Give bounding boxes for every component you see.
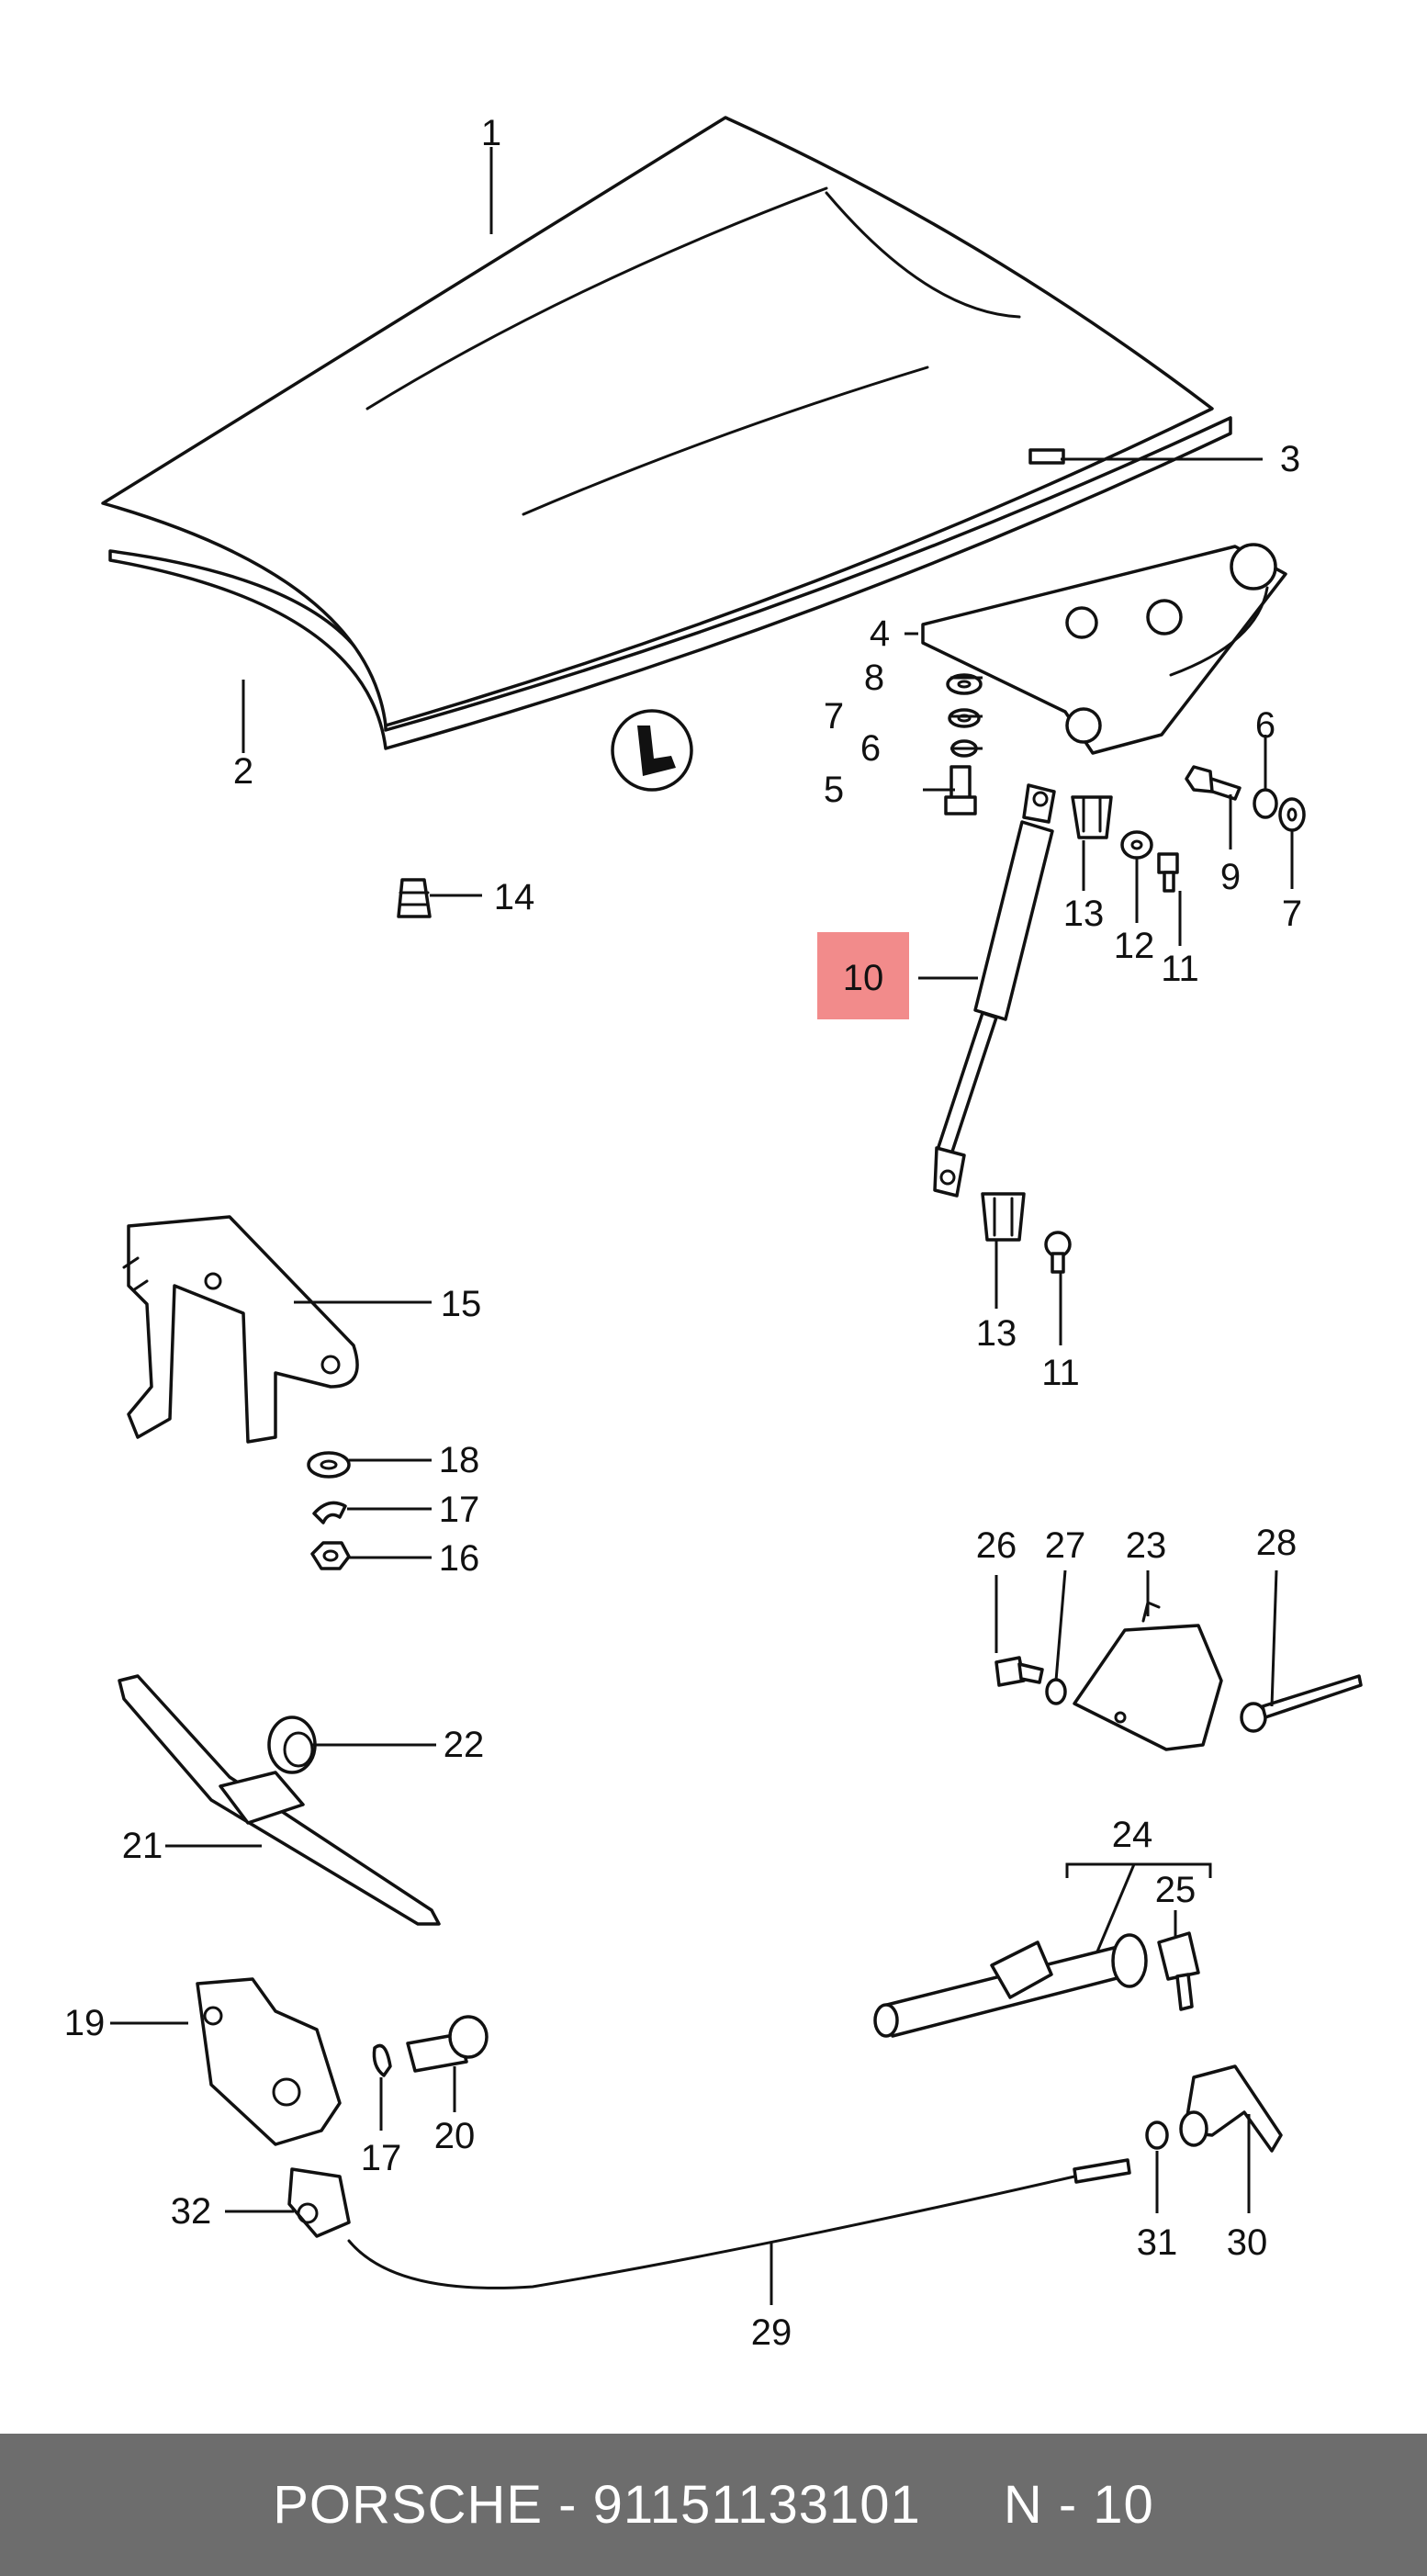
clip-13-lower bbox=[981, 1192, 1026, 1242]
callout-7a: 7 bbox=[824, 696, 844, 737]
lock-support-21 bbox=[118, 1674, 441, 1926]
clip-17b bbox=[372, 2043, 392, 2077]
screw-11-upper bbox=[1157, 852, 1179, 893]
callout-3: 3 bbox=[1280, 439, 1300, 479]
callout-22: 22 bbox=[444, 1725, 485, 1765]
callout-9: 9 bbox=[1220, 857, 1241, 897]
screw-9 bbox=[1185, 765, 1242, 801]
callout-32: 32 bbox=[171, 2191, 212, 2232]
washer-31 bbox=[1145, 2120, 1169, 2150]
screw-11-lower bbox=[1044, 1231, 1072, 1274]
cable-end bbox=[1073, 2158, 1131, 2184]
callout-12: 12 bbox=[1114, 926, 1155, 966]
callout-17a: 17 bbox=[439, 1490, 480, 1530]
washer-12 bbox=[1120, 830, 1153, 860]
callout-20: 20 bbox=[434, 2116, 476, 2156]
callout-10: 10 bbox=[843, 958, 884, 998]
exploded-view-drawing: 1 2 3 4 5 6 6 7 7 8 9 10 11 11 12 13 13 … bbox=[64, 113, 1363, 2353]
callout-29: 29 bbox=[751, 2312, 792, 2353]
spring-washer-17 bbox=[312, 1501, 347, 1524]
lock-rod-24 bbox=[873, 1933, 1148, 2038]
catch-32 bbox=[287, 2167, 351, 2238]
callout-5: 5 bbox=[824, 770, 844, 810]
callout-30: 30 bbox=[1227, 2222, 1268, 2263]
gas-strut bbox=[933, 783, 1056, 1198]
footer-page-ref: N - 10 bbox=[1003, 2475, 1154, 2535]
clip-13-upper bbox=[1071, 795, 1113, 839]
callout-7b: 7 bbox=[1282, 894, 1302, 934]
callout-21: 21 bbox=[122, 1826, 163, 1866]
screw-26 bbox=[994, 1656, 1044, 1687]
callout-13b: 13 bbox=[976, 1313, 1017, 1354]
callout-6a: 6 bbox=[860, 728, 881, 769]
callout-1: 1 bbox=[481, 113, 501, 153]
release-cable bbox=[347, 2175, 1076, 2289]
callout-23: 23 bbox=[1126, 1525, 1167, 1566]
leader-lines bbox=[110, 147, 1294, 2305]
washer-7 bbox=[948, 708, 981, 728]
callout-labels: 1 2 3 4 5 6 6 7 7 8 9 10 11 11 12 13 13 … bbox=[64, 113, 1302, 2353]
hinge-15 bbox=[122, 1215, 359, 1444]
nut-16 bbox=[310, 1541, 351, 1570]
callout-28: 28 bbox=[1256, 1523, 1298, 1563]
washer-18 bbox=[307, 1451, 351, 1479]
callout-17b: 17 bbox=[361, 2138, 402, 2178]
pull-handle-30 bbox=[1179, 2064, 1283, 2153]
hinge-bracket bbox=[921, 543, 1287, 755]
rivet-28 bbox=[1240, 1674, 1363, 1733]
callout-19: 19 bbox=[64, 2003, 106, 2043]
washer-8 bbox=[946, 673, 983, 695]
hood-panel bbox=[101, 116, 1232, 750]
grommet-22 bbox=[267, 1715, 317, 1774]
callout-26: 26 bbox=[976, 1525, 1017, 1566]
footer-bar: PORSCHE - 91151133101 N - 10 bbox=[0, 2434, 1427, 2576]
callout-14: 14 bbox=[494, 877, 535, 917]
washer-27 bbox=[1045, 1678, 1067, 1705]
callout-2: 2 bbox=[233, 751, 253, 792]
callout-11b: 11 bbox=[1041, 1353, 1080, 1393]
spring-washer-6b bbox=[1253, 788, 1278, 819]
callout-25: 25 bbox=[1155, 1870, 1197, 1910]
callout-15: 15 bbox=[441, 1284, 482, 1324]
callout-13a: 13 bbox=[1063, 894, 1105, 934]
callout-6b: 6 bbox=[1255, 705, 1275, 746]
hood-lock-19 bbox=[196, 1977, 342, 2146]
parts-diagram: 1 2 3 4 5 6 6 7 7 8 9 10 11 11 12 13 13 … bbox=[64, 113, 1363, 2353]
callout-4: 4 bbox=[870, 613, 890, 654]
callout-11a: 11 bbox=[1161, 949, 1199, 989]
lubrication-symbol-icon bbox=[611, 709, 693, 792]
screw-5 bbox=[944, 765, 977, 816]
callout-24: 24 bbox=[1112, 1815, 1153, 1855]
callout-31: 31 bbox=[1137, 2222, 1178, 2263]
bolt-20 bbox=[406, 2015, 489, 2073]
footer-part-number: PORSCHE - 91151133101 bbox=[273, 2475, 921, 2535]
key-25 bbox=[1157, 1931, 1200, 2011]
callout-8: 8 bbox=[864, 658, 884, 698]
callout-18: 18 bbox=[439, 1440, 480, 1480]
lock-cylinder-23 bbox=[1073, 1601, 1223, 1751]
callout-16: 16 bbox=[439, 1538, 480, 1579]
highlight-box bbox=[817, 932, 909, 1019]
callout-27: 27 bbox=[1045, 1525, 1086, 1566]
washer-7b bbox=[1278, 797, 1306, 832]
rubber-buffer-14 bbox=[397, 878, 432, 918]
